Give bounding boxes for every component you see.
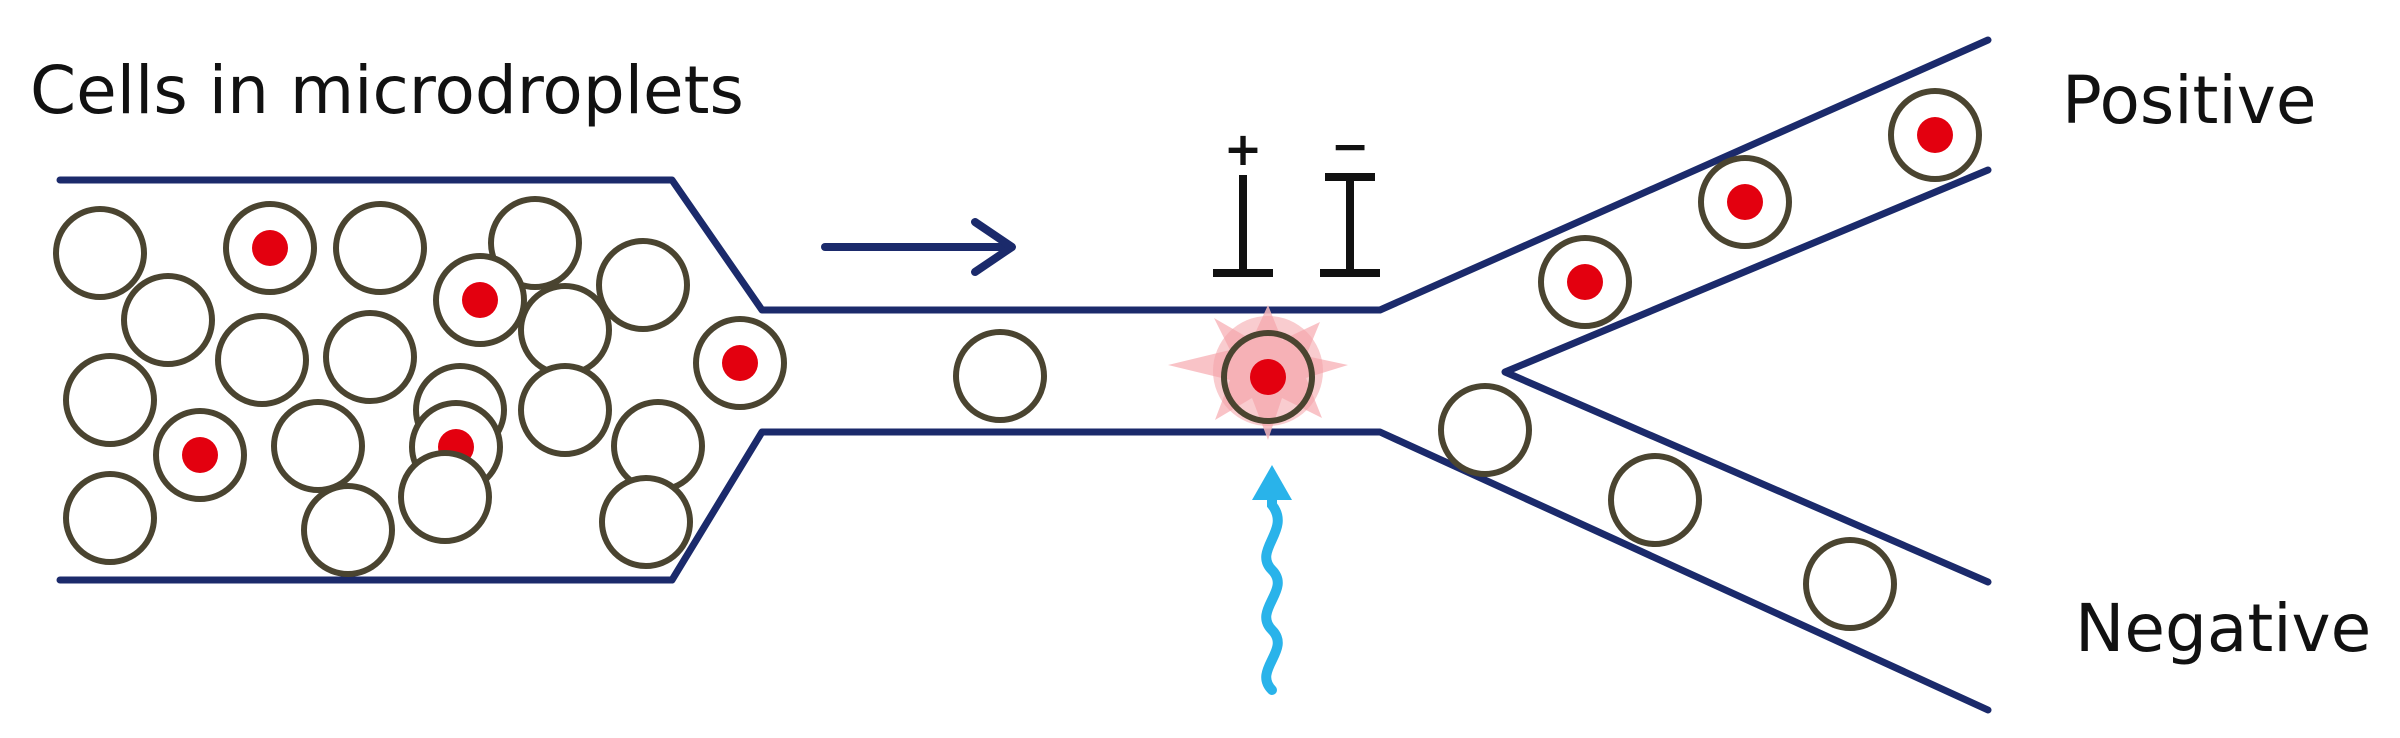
empty-droplet [63, 353, 157, 447]
empty-droplet [1608, 453, 1702, 547]
empty-droplet [518, 283, 612, 377]
empty-droplet [323, 310, 417, 404]
empty-droplet [1803, 537, 1897, 631]
empty-droplet [398, 450, 492, 544]
labeled-cell [1250, 359, 1286, 395]
empty-droplet [215, 313, 309, 407]
labeled-cell [1727, 184, 1763, 220]
positive-droplet [1221, 330, 1315, 424]
droplets [53, 88, 1982, 631]
empty-droplet [271, 399, 365, 493]
empty-droplet [488, 196, 582, 290]
empty-droplet [518, 363, 612, 457]
empty-droplet [596, 238, 690, 332]
electrode-left-sign: + [1224, 122, 1263, 176]
labeled-cell [1917, 117, 1953, 153]
negative-outlet-label: Negative [2075, 590, 2372, 667]
empty-droplet [333, 201, 427, 295]
empty-droplet [599, 475, 693, 569]
empty-droplet [301, 483, 395, 577]
empty-droplet [121, 273, 215, 367]
labeled-cell [252, 230, 288, 266]
input-label: Cells in microdroplets [30, 52, 744, 129]
squiggle-arrow-up-icon [1252, 465, 1292, 695]
labeled-cell [722, 345, 758, 381]
arrow-right-icon [821, 218, 1016, 276]
empty-droplet [53, 206, 147, 300]
labeled-cell [1567, 264, 1603, 300]
electrode-left [1213, 175, 1273, 277]
channel-walls [56, 36, 1992, 714]
empty-droplet [63, 471, 157, 565]
channel-lower-wall [56, 428, 1992, 714]
channel-divider [1501, 166, 1992, 586]
positive-outlet-label: Positive [2062, 62, 2317, 139]
labeled-cell [462, 282, 498, 318]
empty-droplet [953, 329, 1047, 423]
channel-upper-wall [56, 36, 1992, 314]
electrode-right-sign: − [1331, 119, 1370, 173]
labeled-cell [182, 437, 218, 473]
electrode-right [1320, 173, 1380, 277]
empty-droplet [1438, 383, 1532, 477]
